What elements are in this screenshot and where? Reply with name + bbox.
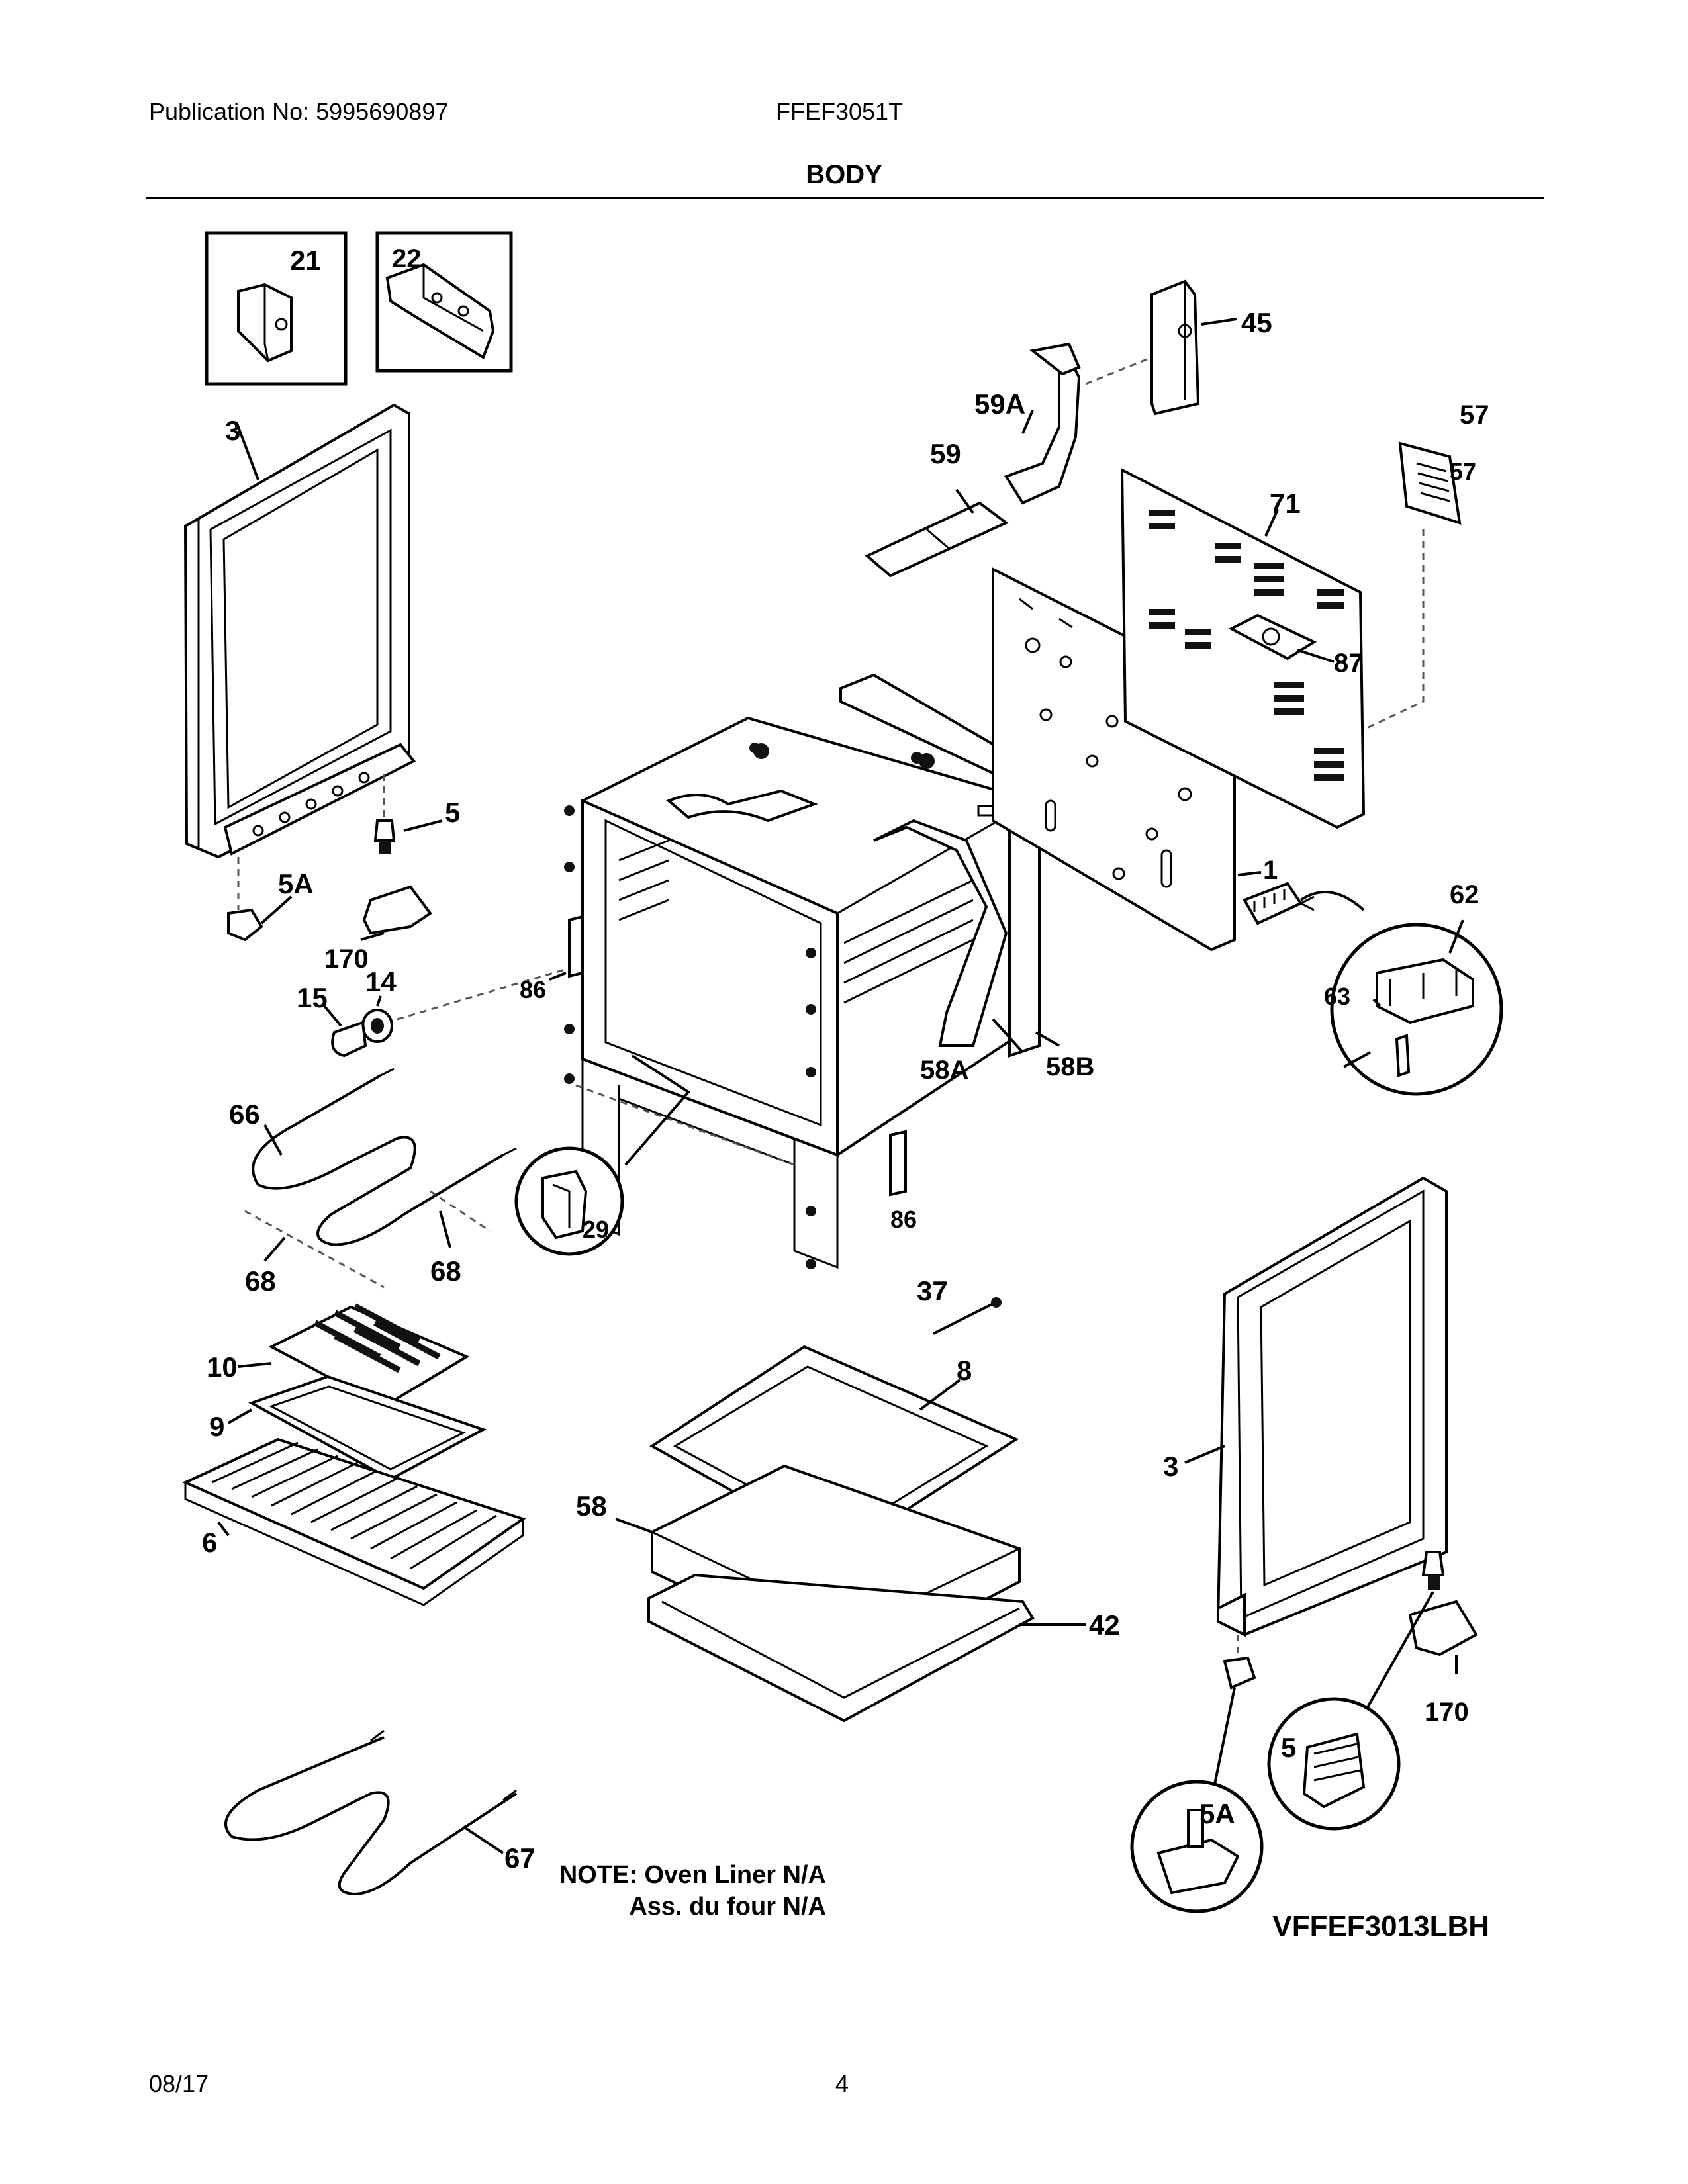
page-number: 4	[835, 2070, 849, 2097]
part-label-3-right: 3	[1163, 1451, 1178, 1482]
part-label-22: 22	[392, 244, 422, 273]
part-label-8: 8	[957, 1355, 972, 1386]
broil-element-66: 66 68 68	[229, 1068, 517, 1297]
broil-pan-9: 9	[209, 1375, 487, 1481]
oven-cavity	[564, 716, 1034, 1269]
part-label-68-left: 68	[245, 1265, 276, 1297]
leveler-left: 5 5A 170	[227, 774, 460, 974]
oven-lamp: 14 15	[297, 965, 577, 1058]
model-number: FFEF3051T	[776, 98, 904, 125]
side-panel-right: 3	[1163, 1176, 1448, 1637]
part-label-71: 71	[1270, 488, 1301, 519]
part-label-66: 66	[229, 1099, 260, 1130]
side-panel-left: 3	[183, 403, 416, 859]
part-label-29: 29	[583, 1216, 609, 1243]
callout-5a-right: 5A	[1130, 1780, 1264, 1913]
wire-29	[624, 1054, 691, 1166]
part-label-37: 37	[917, 1275, 948, 1306]
part-label-9: 9	[209, 1411, 224, 1442]
part-label-5-right: 5	[1281, 1732, 1296, 1763]
note-line-2: Ass. du four N/A	[629, 1893, 826, 1921]
door-stop-86-left: 86	[520, 915, 584, 1003]
door-stop-86-right: 86	[889, 1130, 917, 1233]
part-label-45: 45	[1241, 307, 1272, 338]
part-label-58: 58	[576, 1490, 607, 1522]
publication-number: Publication No: 5995690897	[149, 98, 449, 125]
bottom-pan-42: 42	[647, 1573, 1120, 1723]
part-label-86-left: 86	[520, 976, 546, 1003]
inset-box-21: 21	[205, 231, 348, 386]
bake-element-67: 67	[224, 1729, 536, 1896]
part-label-1: 1	[1263, 856, 1278, 885]
leveler-right: 170	[1210, 1551, 1478, 1801]
part-label-21: 21	[290, 245, 321, 276]
oven-rack-6: 6	[182, 1437, 526, 1606]
cover-57: 57 57	[1366, 400, 1489, 729]
part-label-10: 10	[207, 1351, 238, 1383]
callout-29: 29	[514, 1146, 624, 1256]
part-label-42: 42	[1089, 1610, 1120, 1641]
part-label-5a-left: 5A	[278, 868, 314, 899]
part-label-68-right: 68	[430, 1255, 461, 1287]
sensor-37: 37	[917, 1275, 1002, 1335]
part-label-58b: 58B	[1046, 1052, 1094, 1081]
part-label-170-left: 170	[324, 944, 369, 974]
note-line-1: NOTE: Oven Liner N/A	[559, 1861, 826, 1889]
part-label-15: 15	[297, 982, 328, 1013]
vent-duct-59: 59	[865, 438, 1009, 578]
part-label-67: 67	[504, 1843, 536, 1874]
callout-62: 62 63	[1324, 880, 1503, 1096]
inset-box-22: 22	[375, 231, 513, 373]
callout-5-right: 5	[1267, 1697, 1401, 1831]
broil-pan-insert-10: 10	[207, 1303, 470, 1408]
part-label-59a: 59A	[974, 388, 1025, 420]
part-label-5a-right: 5A	[1199, 1798, 1235, 1829]
part-label-57-top: 57	[1460, 400, 1489, 430]
part-label-170-right: 170	[1425, 1698, 1469, 1727]
part-label-86-bottom: 86	[890, 1206, 917, 1233]
part-label-62: 62	[1450, 880, 1479, 909]
vent-duct-59a: 59A	[974, 342, 1081, 505]
part-label-5-left: 5	[445, 797, 460, 828]
part-label-59: 59	[930, 438, 961, 469]
rear-cover-71: 71 87	[1120, 467, 1366, 829]
part-label-6: 6	[202, 1527, 217, 1558]
part-label-57-inner: 57	[1450, 458, 1476, 485]
section-title: BODY	[806, 160, 882, 189]
part-label-14: 14	[365, 966, 397, 997]
diagram-code: VFFEF3013LBH	[1272, 1910, 1489, 1942]
part-label-58a: 58A	[920, 1056, 968, 1085]
part-label-3-left: 3	[225, 415, 240, 446]
part-label-63: 63	[1324, 983, 1350, 1010]
part-label-87: 87	[1334, 649, 1364, 678]
terminal-block	[1243, 882, 1365, 925]
header-rule	[146, 197, 1544, 199]
publication-date: 08/17	[149, 2070, 209, 2097]
vent-duct-45: 45	[1085, 279, 1272, 416]
